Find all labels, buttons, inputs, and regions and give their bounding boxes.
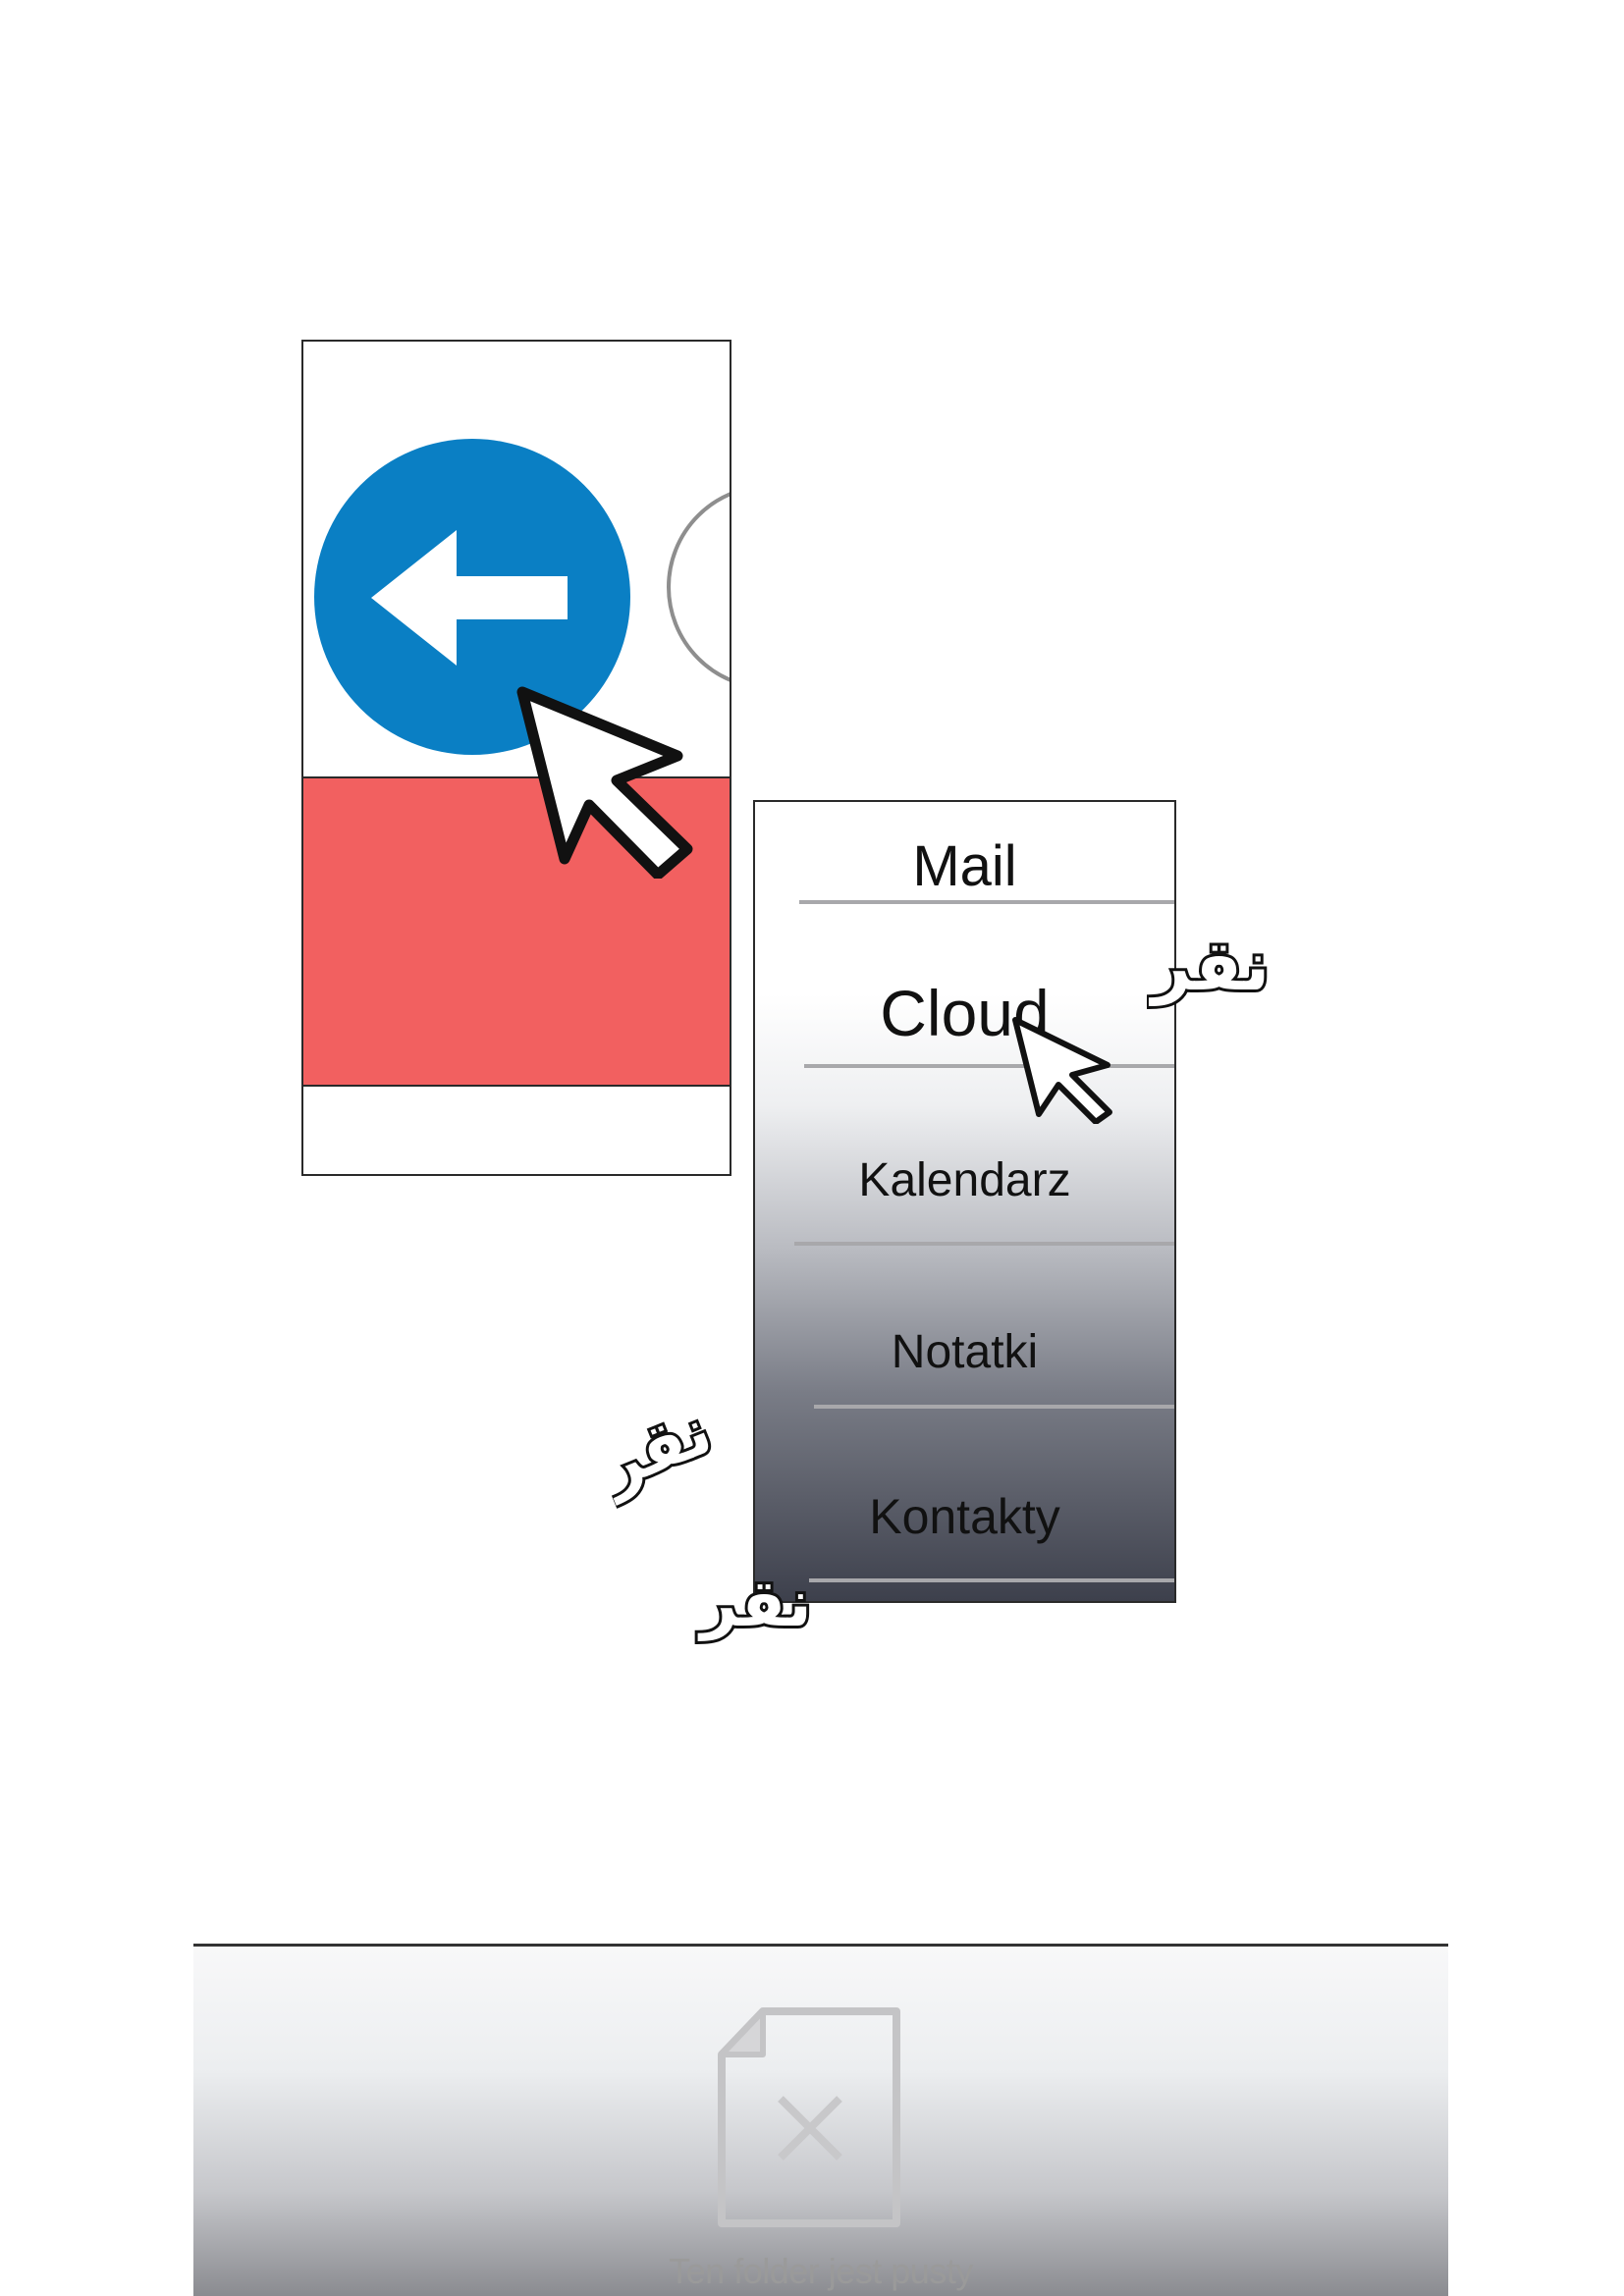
tap-sticker-text: نقر <box>588 1393 723 1506</box>
tap-sticker-text: نقر <box>697 1566 811 1641</box>
menu-divider <box>804 1064 1174 1068</box>
menu-item-kontakty[interactable]: Kontakty <box>755 1477 1174 1556</box>
menu-divider <box>799 900 1174 904</box>
menu-item-mail[interactable]: Mail <box>755 822 1174 910</box>
left-panel <box>301 340 731 1176</box>
tap-sticker-text: نقر <box>1149 926 1270 1006</box>
tap-sticker-icon: نقر <box>585 1390 726 1509</box>
menu-divider <box>814 1405 1174 1409</box>
empty-folder-panel: Ten folder jest pusty <box>193 1944 1448 2296</box>
menu-item-label: Kalendarz <box>858 1153 1071 1206</box>
menu-item-notatki[interactable]: Notatki <box>755 1312 1174 1391</box>
tap-sticker-icon: نقر <box>694 1563 814 1644</box>
menu-item-label: Mail <box>912 833 1017 898</box>
tap-sticker-icon: نقر <box>1147 923 1272 1009</box>
menu-item-kalendarz[interactable]: Kalendarz <box>755 1141 1174 1219</box>
menu-divider <box>794 1242 1174 1246</box>
menu-item-label: Notatki <box>891 1325 1039 1378</box>
back-button[interactable] <box>314 439 630 755</box>
mouse-pointer-icon <box>516 686 693 879</box>
menu-divider <box>809 1578 1174 1582</box>
next-circle-button[interactable] <box>667 484 730 690</box>
arrow-left-icon <box>371 530 568 666</box>
empty-folder-message: Ten folder jest pusty <box>669 2251 973 2291</box>
empty-file-x-icon <box>718 2007 900 2227</box>
mouse-pointer-icon <box>1012 1017 1112 1124</box>
menu-item-label: Kontakty <box>869 1489 1060 1544</box>
app-menu: Mail Cloud Kalendarz Notatki Kontakty <box>753 800 1176 1603</box>
